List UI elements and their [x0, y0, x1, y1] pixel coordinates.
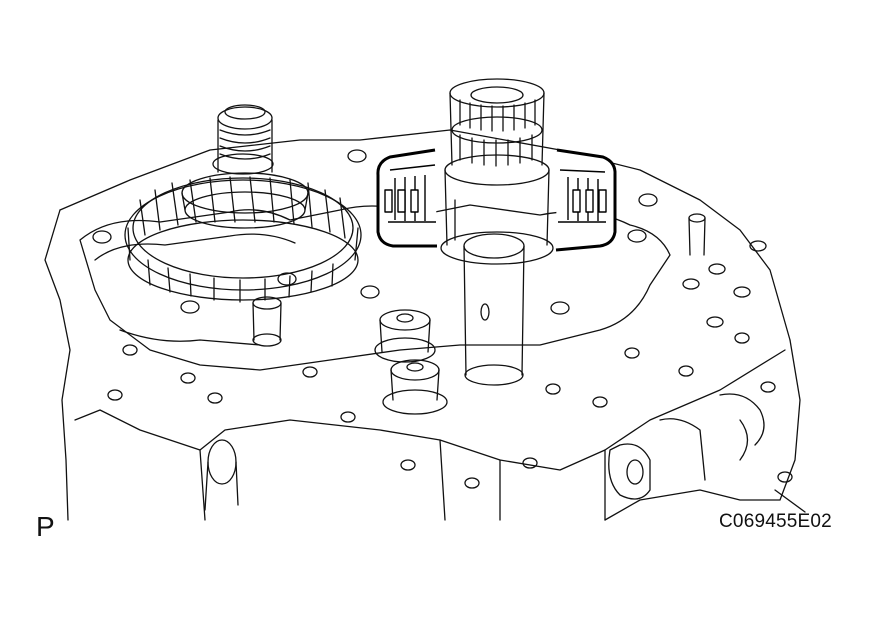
main-shaft	[441, 79, 553, 264]
case-body	[45, 130, 800, 520]
needle-roller-bearing-left	[378, 150, 437, 246]
shift-rod	[464, 234, 524, 385]
view-label: P	[36, 511, 55, 542]
plungers	[375, 310, 447, 414]
counter-gear	[125, 177, 361, 302]
figure-code: C069455E02	[719, 511, 832, 532]
locating-pins	[253, 214, 705, 346]
callout-leader	[775, 490, 805, 512]
bolt-holes	[93, 150, 792, 488]
needle-roller-bearing-right	[556, 150, 615, 250]
threaded-stud	[182, 105, 308, 228]
lower-left-boss	[205, 440, 238, 510]
lower-right-bosses	[609, 394, 764, 499]
